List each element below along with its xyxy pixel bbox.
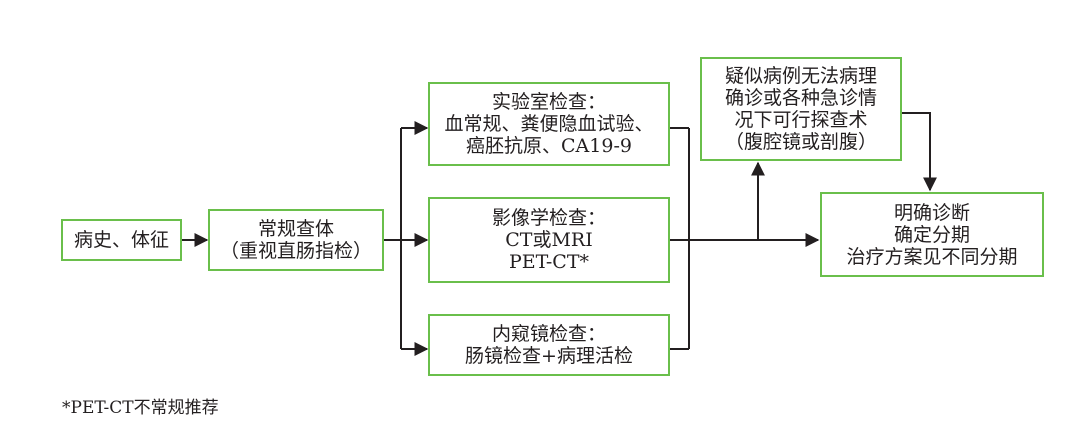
footnote: *PET-CT不常规推荐 <box>62 398 219 418</box>
routine-line-2: （重视直肠指检） <box>219 240 372 262</box>
suspected-line-2: 确诊或各种急诊情 <box>724 87 877 109</box>
endoscopy-line-1: 内窥镜检查： <box>491 323 606 345</box>
arrow-suspected-to-diagnosis <box>902 112 937 192</box>
suspected-line-1: 疑似病例无法病理 <box>724 65 877 87</box>
endoscopy-line-2: 肠镜检查+病理活检 <box>465 345 633 367</box>
suspected-case-box: 疑似病例无法病理 确诊或各种急诊情 况下可行探查术 （腹腔镜或剖腹） <box>700 57 902 161</box>
imaging-line-3: PET-CT* <box>508 251 589 273</box>
diagnosis-line-3: 治疗方案见不同分期 <box>846 245 1018 268</box>
routine-line-1: 常规查体 <box>257 218 334 240</box>
suspected-line-4: （腹腔镜或剖腹） <box>724 131 877 153</box>
lab-exam-box: 实验室检查： 血常规、粪便隐血试验、 癌胚抗原、CA19-9 <box>428 82 670 166</box>
lab-line-3: 癌胚抗原、CA19-9 <box>466 135 632 157</box>
lab-line-2: 血常规、粪便隐血试验、 <box>444 113 654 135</box>
lab-line-1: 实验室检查： <box>491 91 606 113</box>
history-text: 病史、体征 <box>73 229 169 251</box>
history-box: 病史、体征 <box>61 219 182 261</box>
suspected-line-3: 况下可行探查术 <box>734 109 868 131</box>
imaging-line-2: CT或MRI <box>505 229 593 251</box>
diagnosis-line-2: 确定分期 <box>893 223 970 246</box>
routine-exam-box: 常规查体 （重视直肠指检） <box>208 209 384 271</box>
imaging-exam-box: 影像学检查： CT或MRI PET-CT* <box>428 197 670 283</box>
diagnosis-line-1: 明确诊断 <box>893 201 970 224</box>
imaging-line-1: 影像学检查： <box>491 207 606 229</box>
endoscopy-exam-box: 内窥镜检查： 肠镜检查+病理活检 <box>428 314 670 376</box>
diagnosis-box: 明确诊断 确定分期 治疗方案见不同分期 <box>820 192 1044 277</box>
